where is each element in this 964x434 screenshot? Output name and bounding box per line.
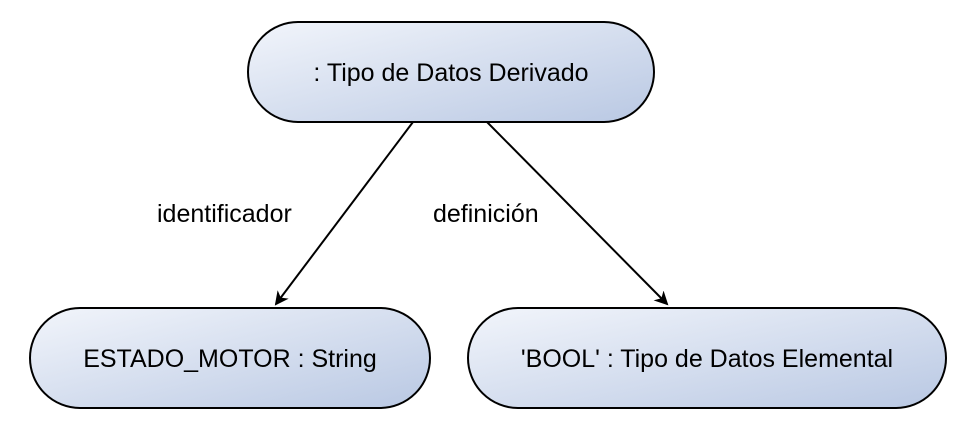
- node-root[interactable]: : Tipo de Datos Derivado: [247, 21, 655, 123]
- node-right-shape: [467, 307, 947, 409]
- edge-definicion-line: [486, 121, 669, 306]
- node-left-shape: [29, 307, 431, 409]
- node-left[interactable]: ESTADO_MOTOR : String: [29, 307, 431, 409]
- node-left-label: ESTADO_MOTOR : String: [83, 345, 377, 373]
- node-root-shape: [247, 21, 655, 123]
- edge-definicion: [486, 121, 669, 306]
- node-right[interactable]: 'BOOL' : Tipo de Datos Elemental: [467, 307, 947, 409]
- edge-label-definicion: definición: [433, 200, 539, 228]
- edge-label-identificador: identificador: [157, 200, 292, 228]
- node-root-label: : Tipo de Datos Derivado: [313, 59, 588, 87]
- node-right-label: 'BOOL' : Tipo de Datos Elemental: [521, 345, 893, 373]
- edge-identificador: [274, 121, 414, 306]
- edge-identificador-line: [274, 121, 414, 306]
